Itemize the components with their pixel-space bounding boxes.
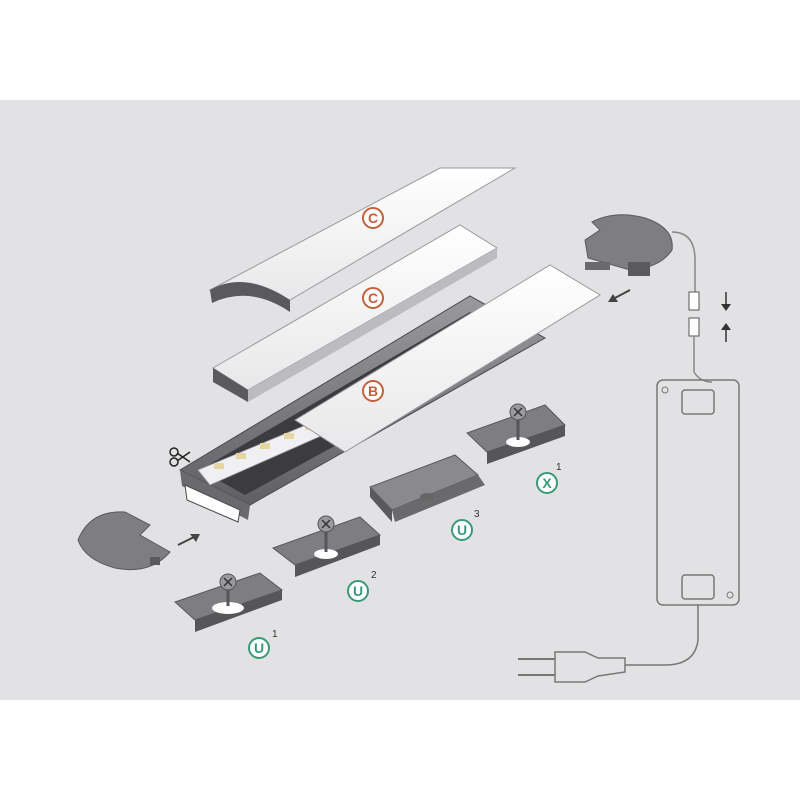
mounting-clip-u2 — [271, 515, 381, 577]
led-driver — [656, 379, 740, 606]
left-end-cap — [77, 511, 171, 571]
power-cable — [671, 231, 713, 383]
label-clip-u2: U — [347, 580, 369, 602]
label-clip-x1: X — [536, 472, 558, 494]
arrow-right-cap-icon — [608, 289, 631, 302]
label-flat-cover-c: C — [362, 287, 384, 309]
right-end-cap — [584, 214, 673, 276]
mounting-clip-u1 — [174, 572, 284, 632]
mains-plug — [518, 605, 699, 683]
label-diffuser-b: B — [362, 380, 384, 402]
flat-cover-c — [212, 224, 498, 402]
mounting-clip-x1 — [466, 403, 566, 464]
label-clip-u1-superscript: 1 — [272, 629, 278, 640]
label-clip-u1: U — [248, 637, 270, 659]
label-clip-x1-superscript: 1 — [556, 462, 562, 473]
diffuser-b — [294, 264, 601, 453]
scissors-icon — [169, 447, 191, 467]
round-cover-c — [208, 167, 517, 312]
label-clip-u2-superscript: 2 — [371, 570, 377, 581]
label-clip-u3-superscript: 3 — [474, 509, 480, 520]
connect-arrows-icon — [721, 292, 731, 342]
label-round-cover-c: C — [362, 207, 384, 229]
arrow-left-cap-icon — [177, 534, 200, 546]
mounting-clip-u3 — [369, 454, 485, 522]
label-clip-u3: U — [451, 519, 473, 541]
